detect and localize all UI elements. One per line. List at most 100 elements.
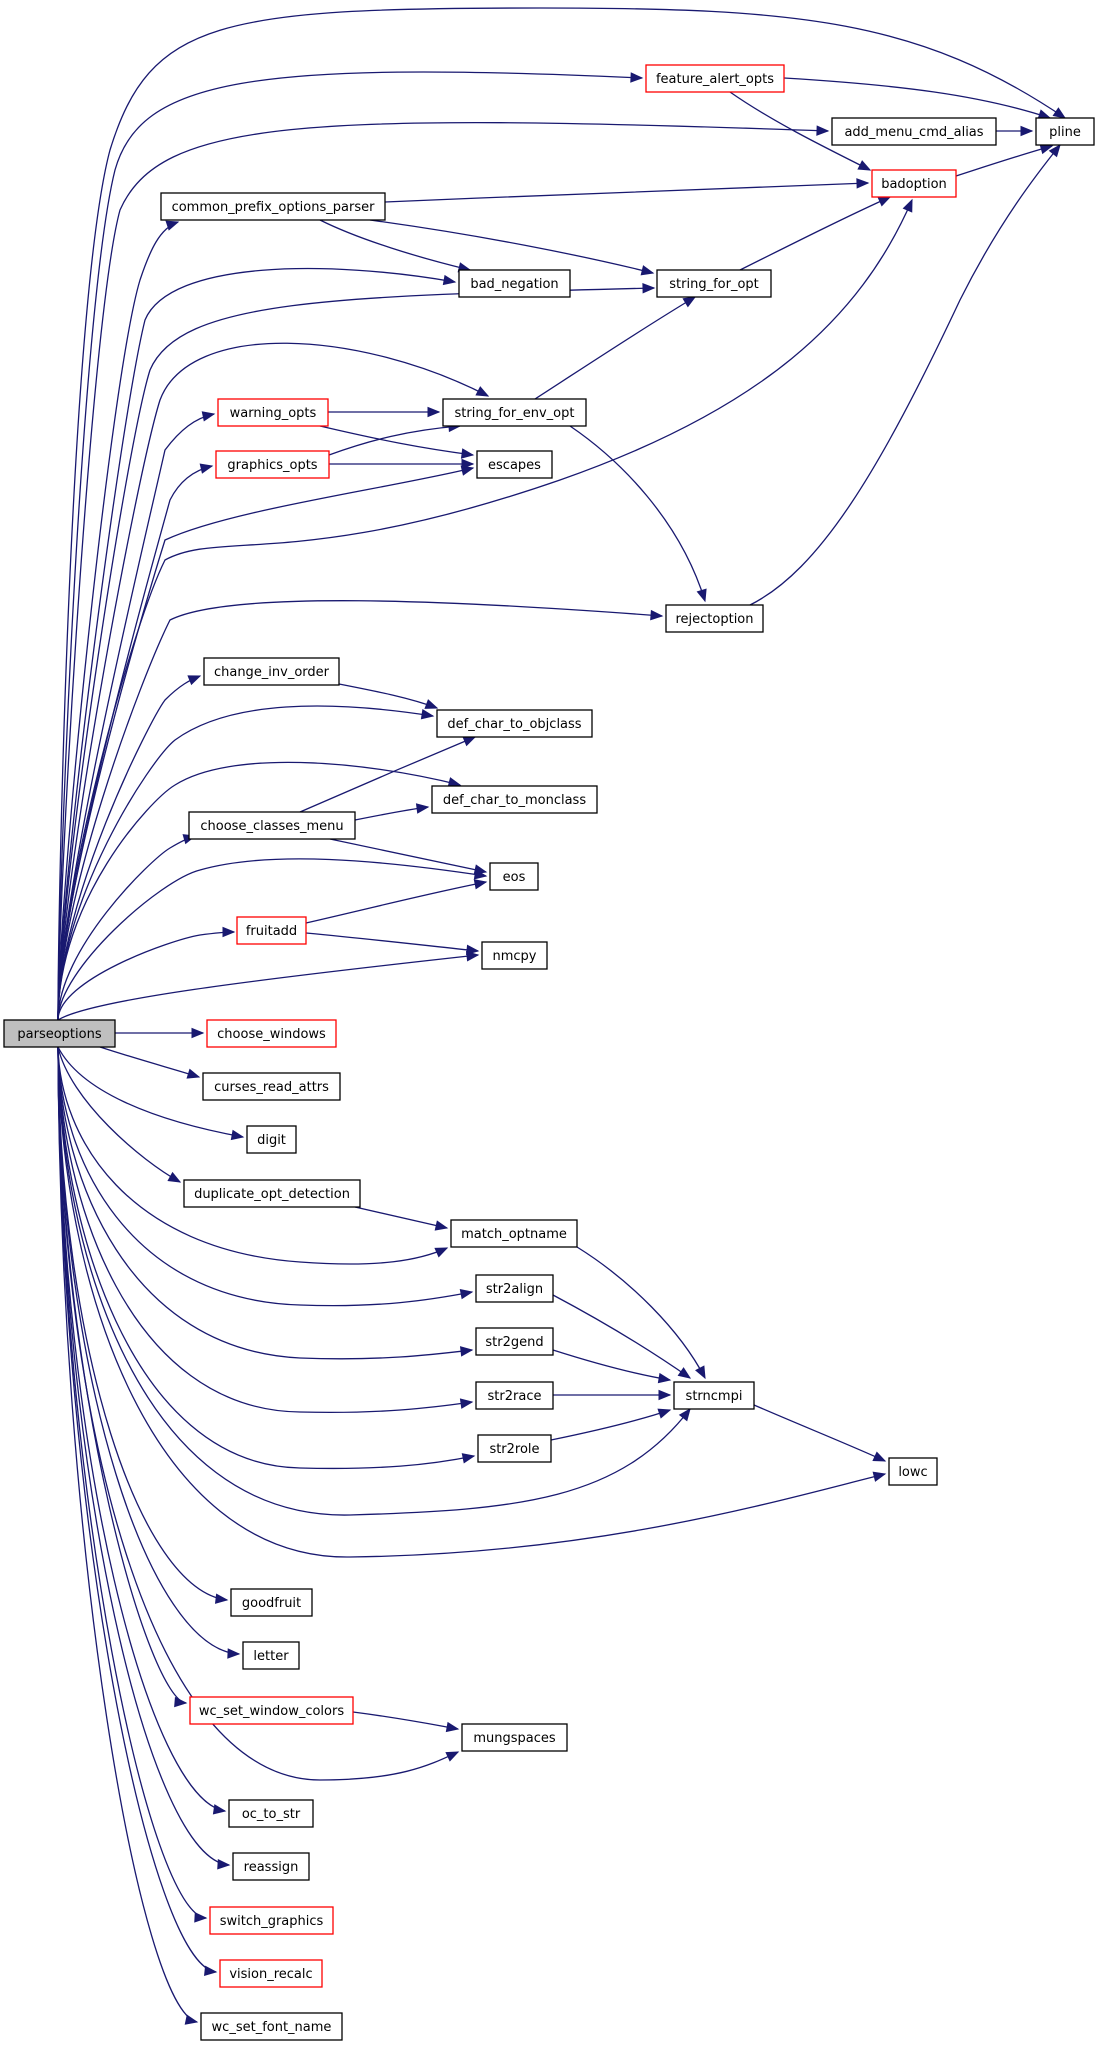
- node-label: letter: [253, 1649, 289, 1664]
- node-change_inv_order[interactable]: change_inv_order: [203, 657, 340, 686]
- node-common_prefix_options_parser[interactable]: common_prefix_options_parser: [160, 192, 386, 221]
- edge-line: [729, 91, 871, 171]
- node-box[interactable]: [219, 1959, 323, 1988]
- node-add_menu_cmd_alias[interactable]: add_menu_cmd_alias: [831, 117, 997, 146]
- node-strncmpi[interactable]: strncmpi: [673, 1381, 755, 1410]
- edge-line: [57, 71, 643, 1021]
- node-box[interactable]: [183, 1179, 361, 1208]
- edge-arrowhead: [217, 1859, 231, 1870]
- edge-string_for_env_opt-to-rejectoption: [569, 425, 707, 603]
- node-box[interactable]: [476, 450, 553, 479]
- node-box[interactable]: [871, 169, 957, 198]
- node-feature_alert_opts[interactable]: feature_alert_opts: [645, 64, 785, 93]
- node-vision_recalc[interactable]: vision_recalc: [219, 1959, 323, 1988]
- node-lowc[interactable]: lowc: [888, 1457, 938, 1486]
- edge-line: [955, 145, 1053, 177]
- edge-line: [57, 1046, 691, 1516]
- node-pline[interactable]: pline: [1035, 117, 1095, 146]
- node-oc_to_str[interactable]: oc_to_str: [228, 1799, 314, 1828]
- node-box[interactable]: [1035, 117, 1095, 146]
- node-box[interactable]: [230, 1588, 313, 1617]
- node-box[interactable]: [242, 1641, 300, 1670]
- node-graphics_opts[interactable]: graphics_opts: [215, 450, 330, 479]
- node-wc_set_font_name[interactable]: wc_set_font_name: [200, 2012, 343, 2041]
- node-bad_negation[interactable]: bad_negation: [458, 269, 571, 298]
- edge-line: [319, 219, 471, 271]
- node-wc_set_window_colors[interactable]: wc_set_window_colors: [189, 1696, 354, 1725]
- node-box[interactable]: [431, 785, 598, 814]
- node-digit[interactable]: digit: [246, 1125, 297, 1154]
- node-box[interactable]: [217, 398, 329, 427]
- node-box[interactable]: [477, 1434, 552, 1463]
- edge-arrowhead: [442, 274, 457, 286]
- node-def_char_to_objclass[interactable]: def_char_to_objclass: [436, 709, 593, 738]
- node-box[interactable]: [645, 64, 785, 93]
- node-box[interactable]: [442, 398, 587, 427]
- node-box[interactable]: [656, 269, 772, 298]
- node-box[interactable]: [189, 1696, 354, 1725]
- node-box[interactable]: [450, 1219, 578, 1248]
- node-box[interactable]: [458, 269, 571, 298]
- node-box[interactable]: [475, 1274, 554, 1303]
- node-box[interactable]: [475, 1327, 554, 1356]
- node-curses_read_attrs[interactable]: curses_read_attrs: [202, 1072, 341, 1101]
- node-parseoptions[interactable]: parseoptions: [3, 1019, 116, 1048]
- node-box[interactable]: [200, 2012, 343, 2041]
- edge-arrowhead: [460, 448, 475, 459]
- node-box[interactable]: [673, 1381, 755, 1410]
- node-box[interactable]: [236, 916, 307, 945]
- node-box[interactable]: [489, 862, 539, 891]
- node-box[interactable]: [206, 1019, 337, 1048]
- node-box[interactable]: [481, 941, 548, 970]
- node-box[interactable]: [888, 1457, 938, 1486]
- node-box[interactable]: [203, 657, 340, 686]
- node-str2race[interactable]: str2race: [475, 1381, 554, 1410]
- node-box[interactable]: [475, 1381, 554, 1410]
- node-eos[interactable]: eos: [489, 862, 539, 891]
- node-fruitadd[interactable]: fruitadd: [236, 916, 307, 945]
- edge-line: [57, 267, 456, 1021]
- node-box[interactable]: [461, 1723, 568, 1752]
- edge-feature_alert_opts-to-badoption: [729, 91, 872, 171]
- node-box[interactable]: [188, 811, 356, 840]
- edge-arrowhead: [650, 609, 664, 621]
- node-box[interactable]: [665, 604, 764, 633]
- node-box[interactable]: [160, 192, 386, 221]
- node-choose_windows[interactable]: choose_windows: [206, 1019, 337, 1048]
- node-box[interactable]: [436, 709, 593, 738]
- node-str2align[interactable]: str2align: [475, 1274, 554, 1303]
- node-escapes[interactable]: escapes: [476, 450, 553, 479]
- node-label: lowc: [898, 1465, 927, 1480]
- edge-arrowhead: [1048, 143, 1061, 158]
- node-box[interactable]: [202, 1072, 341, 1101]
- edge-arrowhead: [199, 463, 214, 474]
- node-goodfruit[interactable]: goodfruit: [230, 1588, 313, 1617]
- node-box[interactable]: [232, 1852, 310, 1881]
- node-def_char_to_monclass[interactable]: def_char_to_monclass: [431, 785, 598, 814]
- node-box[interactable]: [228, 1799, 314, 1828]
- node-switch_graphics[interactable]: switch_graphics: [209, 1906, 334, 1935]
- node-string_for_opt[interactable]: string_for_opt: [656, 269, 772, 298]
- node-box[interactable]: [246, 1125, 297, 1154]
- node-badoption[interactable]: badoption: [871, 169, 957, 198]
- node-duplicate_opt_detection[interactable]: duplicate_opt_detection: [183, 1179, 361, 1208]
- node-label: def_char_to_objclass: [447, 717, 581, 732]
- node-box[interactable]: [831, 117, 997, 146]
- node-str2gend[interactable]: str2gend: [475, 1327, 554, 1356]
- node-choose_classes_menu[interactable]: choose_classes_menu: [188, 811, 356, 840]
- node-rejectoption[interactable]: rejectoption: [665, 604, 764, 633]
- edge-line: [369, 219, 654, 274]
- node-reassign[interactable]: reassign: [232, 1852, 310, 1881]
- node-match_optname[interactable]: match_optname: [450, 1219, 578, 1248]
- node-box[interactable]: [3, 1019, 116, 1048]
- node-letter[interactable]: letter: [242, 1641, 300, 1670]
- node-str2role[interactable]: str2role: [477, 1434, 552, 1463]
- node-box[interactable]: [215, 450, 330, 479]
- node-label: str2align: [486, 1282, 543, 1297]
- node-nmcpy[interactable]: nmcpy: [481, 941, 548, 970]
- edge-arrowhead: [1039, 144, 1054, 155]
- node-warning_opts[interactable]: warning_opts: [217, 398, 329, 427]
- node-box[interactable]: [209, 1906, 334, 1935]
- node-mungspaces[interactable]: mungspaces: [461, 1723, 568, 1752]
- node-string_for_env_opt[interactable]: string_for_env_opt: [442, 398, 587, 427]
